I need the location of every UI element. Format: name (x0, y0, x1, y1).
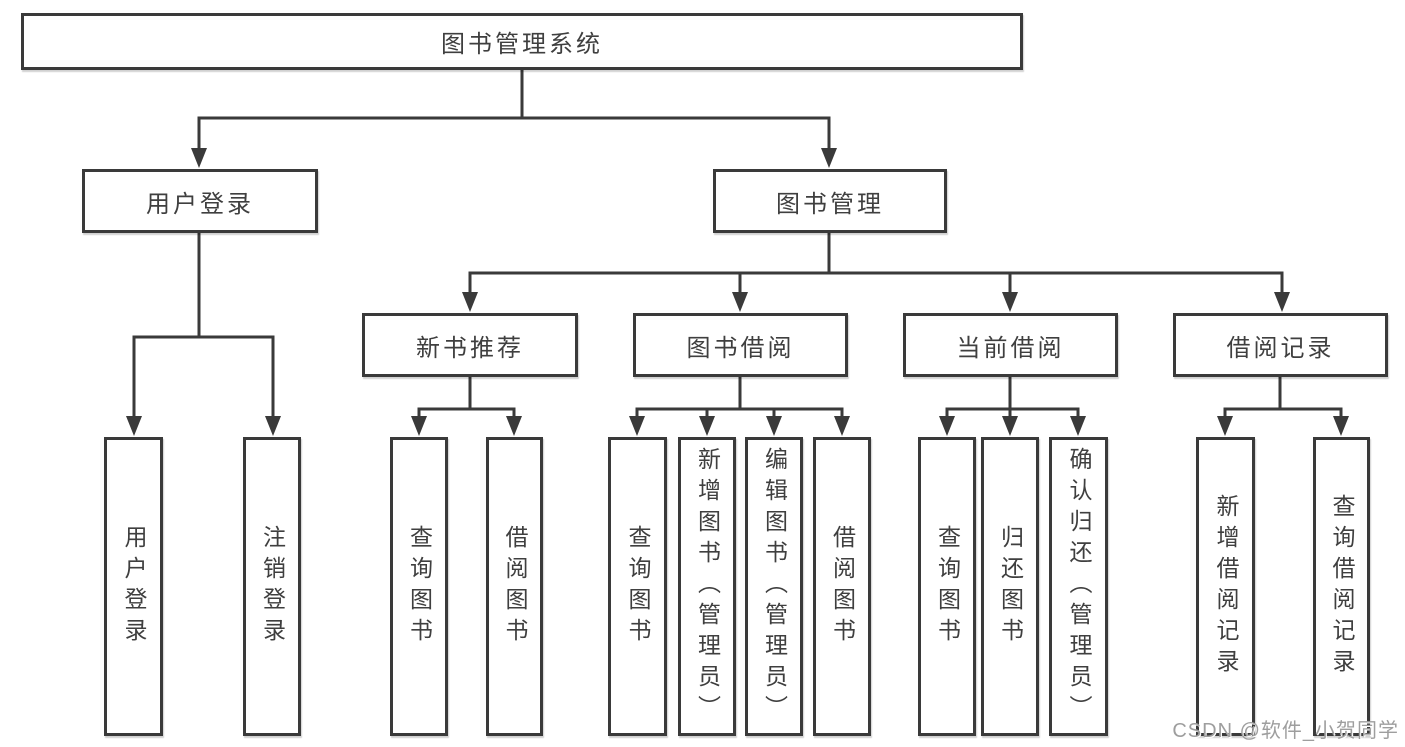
node-user-login: 用户登录 (82, 169, 318, 233)
connector-current-to-leaves (945, 377, 1080, 419)
node-label: 查询图书 (934, 524, 961, 649)
node-label: 用户登录 (121, 524, 147, 649)
node-label: 查询图书 (625, 524, 651, 649)
node-leaf-confirm-return-admin: 确认归还（管理员） (1049, 437, 1108, 736)
csdn-watermark: CSDN @软件_小贺同学 (1172, 720, 1399, 742)
node-label: 图书借阅 (686, 334, 795, 362)
node-book-borrowing: 图书借阅 (633, 313, 848, 377)
arrowhead (1217, 416, 1233, 436)
node-new-book-recommendation: 新书推荐 (362, 313, 578, 377)
arrowhead (411, 416, 427, 436)
arrowhead (265, 416, 281, 436)
node-label: 归还图书 (997, 524, 1024, 649)
connector-borrowing-to-leaves (635, 377, 844, 419)
node-leaf-query-borrow-record: 查询借阅记录 (1313, 437, 1370, 736)
node-label: 借阅记录 (1226, 334, 1335, 362)
arrowheads (126, 148, 1349, 436)
arrowhead (939, 416, 955, 436)
node-leaf-add-borrow-record: 新增借阅记录 (1196, 437, 1255, 736)
arrowhead (191, 148, 207, 168)
arrowhead (629, 416, 645, 436)
connector-userlogin-to-leaves (132, 233, 275, 418)
node-leaf-user-login: 用户登录 (104, 437, 163, 736)
node-label: 借阅图书 (829, 524, 856, 649)
node-leaf-borrow-books-recommend: 借阅图书 (486, 437, 543, 736)
node-label: 新书推荐 (416, 334, 524, 362)
node-current-borrowing: 当前借阅 (903, 313, 1118, 377)
arrowhead (1002, 292, 1018, 312)
arrowhead (462, 292, 478, 312)
node-label: 查询图书 (406, 524, 433, 649)
node-leaf-edit-book-admin: 编辑图书（管理员） (745, 437, 803, 736)
connector-lines (132, 70, 1343, 419)
node-borrowing-records: 借阅记录 (1173, 313, 1388, 377)
connector-bookmgmt-to-level3 (468, 233, 1284, 294)
arrowhead (1070, 416, 1086, 436)
node-leaf-borrow-books-borrowing: 借阅图书 (813, 437, 871, 736)
arrowhead (766, 416, 782, 436)
node-leaf-add-book-admin: 新增图书（管理员） (678, 437, 736, 736)
arrowhead (834, 416, 850, 436)
node-label: 借阅图书 (502, 524, 528, 649)
node-label: 查询借阅记录 (1329, 493, 1355, 680)
arrowhead (1002, 416, 1018, 436)
node-book-management: 图书管理 (713, 169, 947, 233)
arrowhead (1274, 292, 1290, 312)
connector-newbook-to-leaves (417, 377, 516, 419)
node-label: 新增图书（管理员） (694, 447, 721, 726)
node-leaf-return-book: 归还图书 (981, 437, 1039, 736)
node-leaf-query-books-current: 查询图书 (918, 437, 976, 736)
node-leaf-logout: 注销登录 (243, 437, 301, 736)
node-library-management-system: 图书管理系统 (21, 13, 1023, 70)
node-label: 图书管理 (776, 190, 884, 218)
node-label: 编辑图书（管理员） (761, 447, 788, 726)
node-label: 确认归还（管理员） (1066, 447, 1092, 726)
node-label: 图书管理系统 (441, 31, 603, 58)
arrowhead (1333, 416, 1349, 436)
arrowhead (126, 416, 142, 436)
arrowhead (732, 292, 748, 312)
node-label: 新增借阅记录 (1213, 493, 1239, 680)
node-label: 注销登录 (259, 524, 286, 649)
arrowhead (821, 148, 837, 168)
arrowhead (699, 416, 715, 436)
node-label: 用户登录 (146, 190, 254, 218)
node-leaf-query-books-recommend: 查询图书 (390, 437, 448, 736)
node-label: 当前借阅 (956, 334, 1065, 362)
connector-records-to-leaves (1223, 377, 1343, 419)
arrowhead (506, 416, 522, 436)
node-leaf-query-books-borrowing: 查询图书 (608, 437, 667, 736)
connector-root-to-level2 (197, 70, 831, 150)
